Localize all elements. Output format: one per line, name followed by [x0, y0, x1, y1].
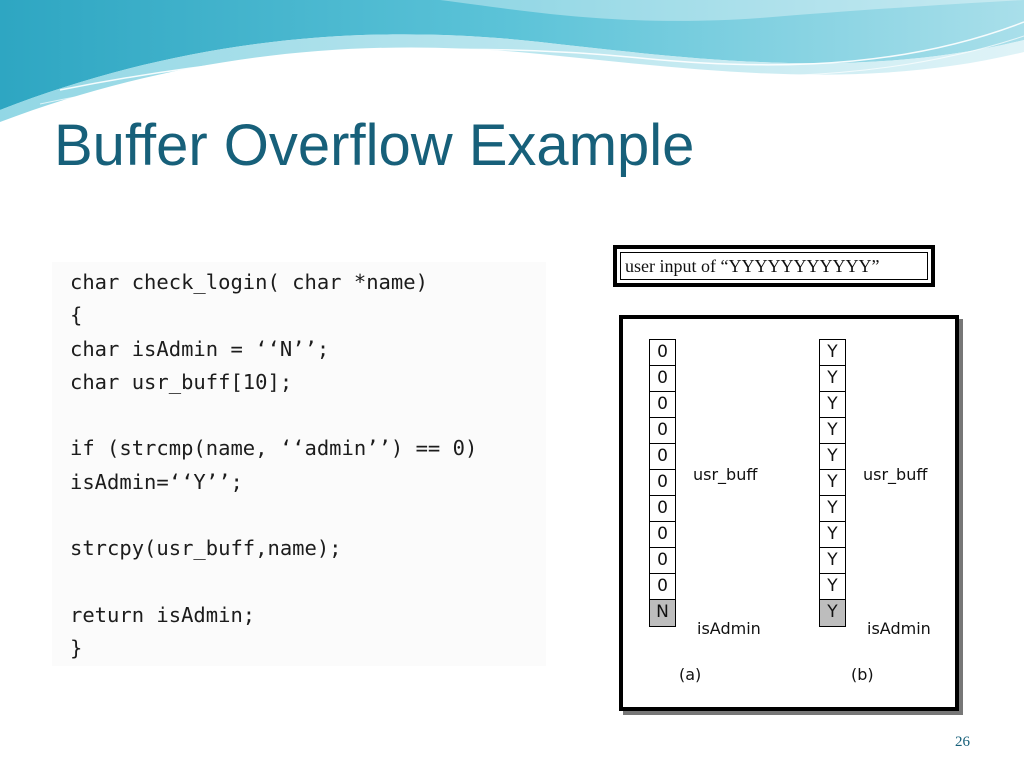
memory-cell: 0 [649, 573, 676, 601]
memory-cell: 0 [649, 469, 676, 497]
code-line [70, 566, 546, 599]
memory-cell: Y [819, 521, 846, 549]
memory-cell: Y [819, 443, 846, 471]
memory-diagram: 0 0 0 0 0 0 0 0 0 0 N usr_buff isAdmin (… [619, 315, 959, 711]
code-line: { [70, 303, 83, 328]
memory-cell: 0 [649, 547, 676, 575]
code-line: isAdmin=‘‘Y’’; [70, 469, 243, 494]
code-line [70, 499, 546, 532]
code-line: if (strcmp(name, ‘‘admin’’) == 0) [70, 436, 478, 461]
usr-buff-label-a: usr_buff [693, 465, 758, 484]
user-input-caption: user input of “YYYYYYYYYYY” [620, 252, 928, 280]
memory-cell-isadmin: Y [819, 599, 846, 627]
code-line: char isAdmin = ‘‘N’’; [70, 336, 330, 361]
page-number: 26 [955, 734, 970, 750]
memory-cell: 0 [649, 495, 676, 523]
memory-cell: Y [819, 365, 846, 393]
user-input-caption-box: user input of “YYYYYYYYYYY” [613, 245, 935, 287]
memory-cell: Y [819, 573, 846, 601]
isadmin-label-b: isAdmin [867, 619, 931, 638]
memory-cell: Y [819, 417, 846, 445]
code-line: } [70, 636, 83, 661]
caption-b: (b) [851, 665, 874, 684]
memory-cell: Y [819, 391, 846, 419]
memory-cell: 0 [649, 417, 676, 445]
stack-a: 0 0 0 0 0 0 0 0 0 0 N [649, 339, 676, 627]
memory-cell: 0 [649, 365, 676, 393]
code-line: strcpy(usr_buff,name); [70, 536, 342, 561]
code-block: char check_login( char *name) { char isA… [52, 262, 546, 666]
memory-cell: 0 [649, 521, 676, 549]
memory-cell: 0 [649, 339, 676, 367]
isadmin-label-a: isAdmin [697, 619, 761, 638]
memory-cell-isadmin: N [649, 599, 676, 627]
slide-title: Buffer Overflow Example [54, 113, 695, 178]
stack-b: Y Y Y Y Y Y Y Y Y Y Y [819, 339, 846, 627]
memory-cell: Y [819, 547, 846, 575]
memory-cell: 0 [649, 391, 676, 419]
decorative-wave-header [0, 0, 1024, 122]
memory-cell: Y [819, 495, 846, 523]
code-line [70, 399, 546, 432]
code-line: char usr_buff[10]; [70, 369, 293, 394]
usr-buff-label-b: usr_buff [863, 465, 928, 484]
memory-cell: Y [819, 469, 846, 497]
code-line: char check_login( char *name) [70, 270, 428, 294]
caption-a: (a) [679, 665, 702, 684]
code-line: return isAdmin; [70, 602, 256, 627]
memory-cell: Y [819, 339, 846, 367]
memory-cell: 0 [649, 443, 676, 471]
